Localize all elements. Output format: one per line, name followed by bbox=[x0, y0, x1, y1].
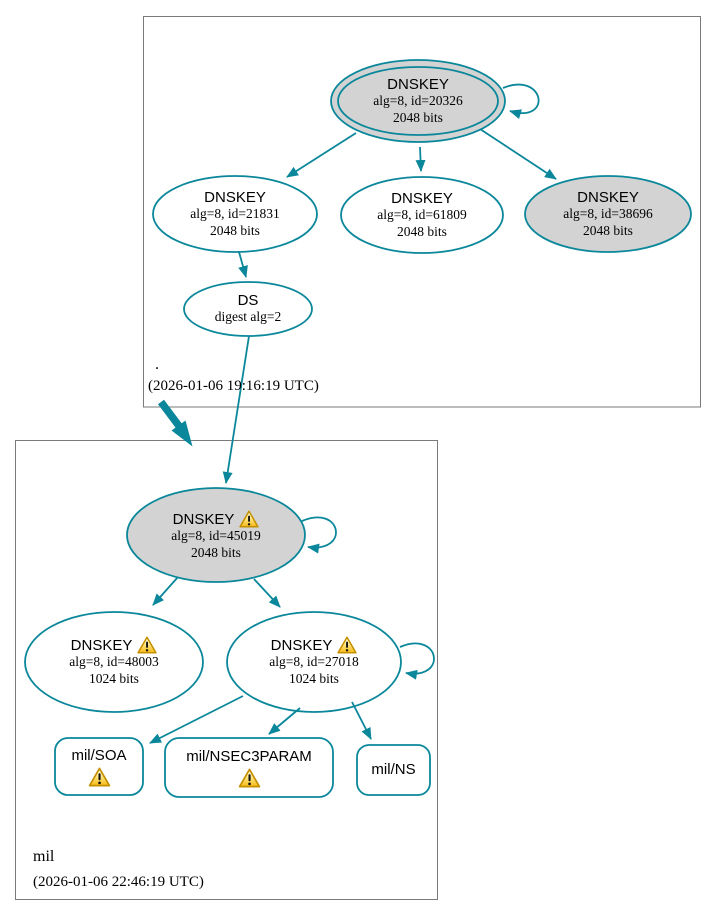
edge-27018-nsec3param bbox=[268, 707, 301, 735]
edge-selfloop-27018 bbox=[399, 642, 435, 680]
root-zone-box bbox=[143, 16, 701, 408]
edge-27018-soa bbox=[149, 695, 244, 744]
edge-21831-ds bbox=[238, 251, 248, 278]
node-rrset-mil-nsec3param[interactable] bbox=[164, 737, 334, 798]
node-dnskey-61809[interactable] bbox=[340, 176, 504, 254]
edge-zone-delegation bbox=[158, 399, 193, 447]
edge-20326-61809 bbox=[415, 146, 426, 172]
edge-selfloop-20326 bbox=[502, 83, 540, 119]
edge-selfloop-45019 bbox=[301, 516, 337, 554]
edge-27018-ns bbox=[351, 701, 372, 740]
node-dnskey-48003[interactable] bbox=[24, 611, 204, 713]
node-dnskey-21831[interactable] bbox=[152, 175, 318, 253]
node-ds-owner-dnskey-38696[interactable] bbox=[524, 175, 692, 253]
node-dnskey-20326[interactable] bbox=[330, 59, 506, 143]
node-dnskey-45019[interactable] bbox=[126, 487, 306, 583]
node-rrset-mil-soa[interactable] bbox=[54, 737, 144, 796]
edge-ds-45019 bbox=[222, 335, 250, 484]
edge-20326-38696 bbox=[479, 128, 557, 180]
edge-45019-48003 bbox=[152, 576, 179, 606]
node-ds[interactable] bbox=[183, 281, 313, 337]
node-rrset-mil-ns[interactable] bbox=[356, 744, 431, 796]
mil-zone-box bbox=[15, 440, 438, 900]
node-dnskey-27018[interactable] bbox=[226, 611, 402, 713]
edge-45019-27018 bbox=[253, 578, 281, 608]
edge-group bbox=[149, 83, 557, 744]
edge-20326-21831 bbox=[286, 132, 357, 178]
